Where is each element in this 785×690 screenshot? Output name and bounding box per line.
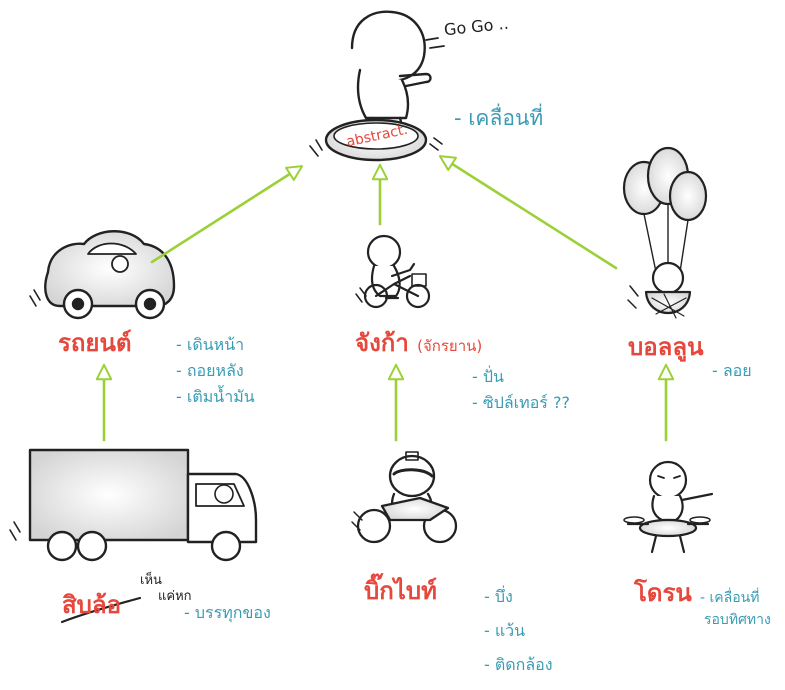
bicycle-method-1: - ปั่น bbox=[472, 367, 504, 386]
bigbike-method-2: - แว้น bbox=[484, 621, 526, 640]
car-method-2: - ถอยหลัง bbox=[176, 361, 244, 380]
bicycle-illustration bbox=[355, 234, 431, 309]
balloon-class-name: บอลลูน bbox=[628, 333, 704, 361]
bicycle-name-main: จังก้า bbox=[355, 329, 409, 357]
drone-method-2: รอบทิศทาง bbox=[704, 612, 771, 628]
root-character-illustration bbox=[309, 10, 445, 162]
truck-name-fix-bottom: แค่หก bbox=[158, 589, 192, 604]
drone-method-1: - เคลื่อนที่ bbox=[700, 590, 760, 606]
car-method-3: - เติมน้ำมัน bbox=[176, 387, 255, 406]
arrow-balloon-to-root bbox=[438, 155, 618, 270]
car-method-1: - เดินหน้า bbox=[176, 335, 245, 354]
car-class-name: รถยนต์ bbox=[58, 329, 132, 357]
truck-class-name-struck: สิบล้อ bbox=[62, 591, 122, 619]
root-method: - เคลื่อนที่ bbox=[454, 106, 544, 130]
balloon-illustration bbox=[622, 146, 708, 319]
bicycle-method-2: - ซิปล์เทอร์ ?? bbox=[472, 393, 570, 412]
bigbike-method-1: - บึ่ง bbox=[484, 587, 513, 606]
truck-method-1: - บรรทุกของ bbox=[184, 603, 271, 622]
bigbike-method-3: - ติดกล้อง bbox=[484, 655, 553, 674]
drone-class-name: โดรน bbox=[634, 579, 692, 607]
bigbike-illustration bbox=[351, 451, 458, 544]
bicycle-name-note: (จักรยาน) bbox=[417, 337, 483, 355]
bigbike-class-name: บิ๊กไบท์ bbox=[364, 577, 437, 605]
truck-name-strike bbox=[60, 596, 142, 624]
car-illustration bbox=[29, 230, 176, 320]
balloon-method-1: - ลอย bbox=[712, 361, 752, 380]
arrow-car-to-root bbox=[150, 165, 304, 264]
bicycle-class-name: จังก้า (จักรยาน) bbox=[355, 329, 483, 358]
truck-name-fix-top: เห็น bbox=[140, 573, 162, 588]
inheritance-arrows bbox=[95, 155, 675, 442]
truck-illustration bbox=[9, 448, 258, 562]
drone-illustration bbox=[623, 460, 714, 554]
